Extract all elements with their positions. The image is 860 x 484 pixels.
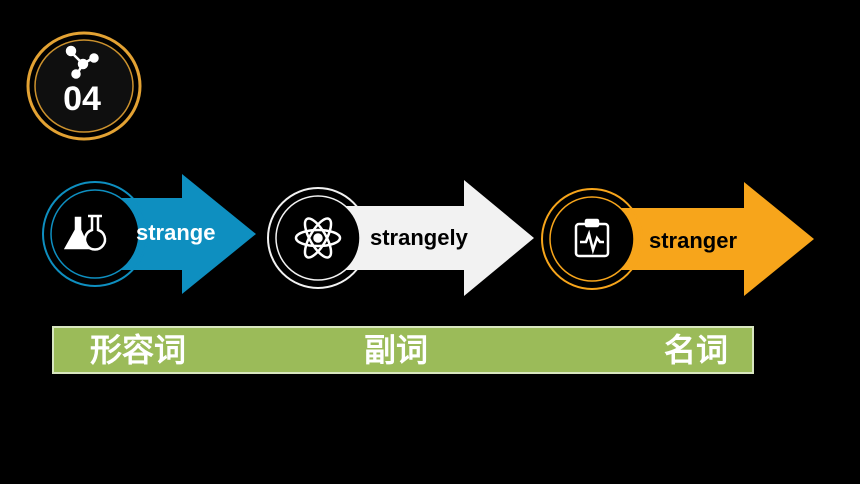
clipboard-pulse-icon bbox=[574, 218, 610, 258]
number-badge bbox=[26, 31, 142, 141]
step-arrow-2 bbox=[267, 180, 534, 296]
step-arrow-1 bbox=[42, 174, 256, 294]
pos-label-noun: 名词 bbox=[664, 331, 729, 369]
step-word-1: strange bbox=[136, 220, 216, 245]
step-word-3: stranger bbox=[649, 228, 738, 253]
pos-label-adverb: 副词 bbox=[364, 331, 429, 369]
step-arrow-3 bbox=[541, 182, 814, 296]
pos-label-adjective: 形容词 bbox=[90, 331, 187, 369]
atom-icon bbox=[294, 217, 342, 259]
section-number: 04 bbox=[63, 80, 101, 118]
molecule-icon bbox=[65, 45, 99, 79]
part-of-speech-bar bbox=[52, 326, 754, 374]
flask-icon bbox=[63, 214, 107, 251]
step-word-2: strangely bbox=[370, 225, 468, 250]
